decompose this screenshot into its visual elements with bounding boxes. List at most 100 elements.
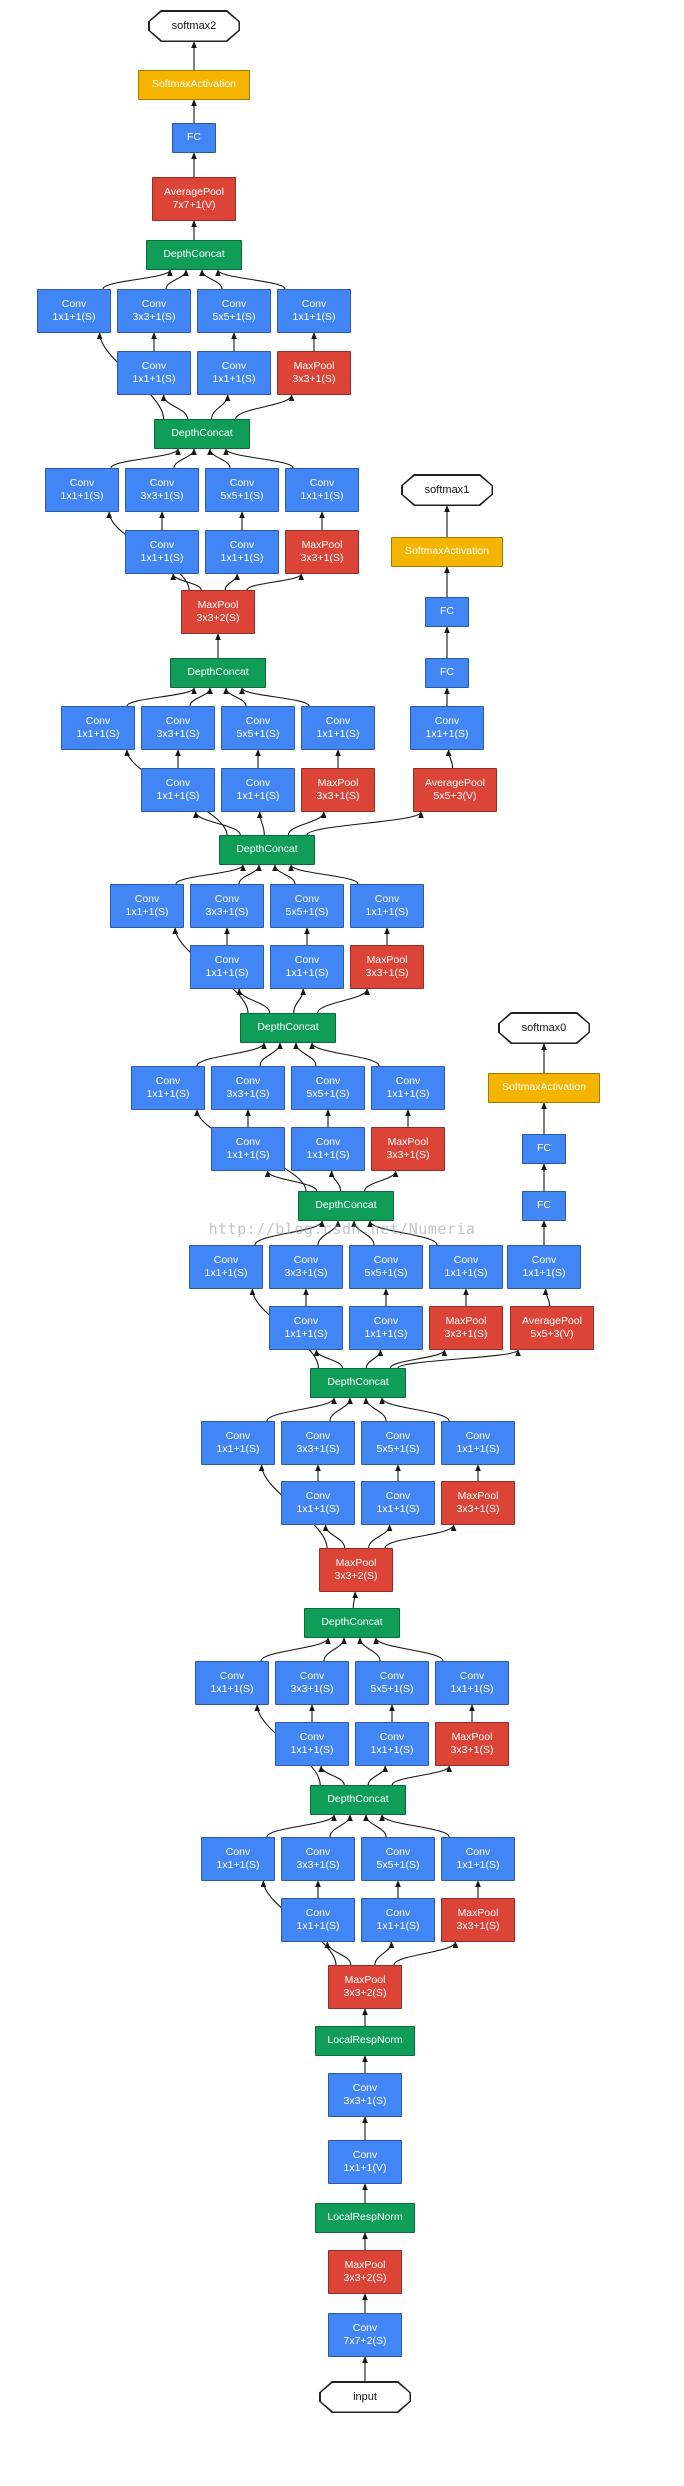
node-label: Conv 3x3+1(S)	[296, 1429, 340, 1455]
node-label: Conv 1x1+1(S)	[132, 359, 176, 385]
node-label: Conv 1x1+1(S)	[236, 776, 280, 802]
edge-i5a-dc--i5b-c5r	[211, 394, 231, 420]
node-label: Conv 1x1+1(S)	[60, 476, 104, 502]
edge-i4e-cp--i4e-dc	[239, 687, 310, 707]
layer-node-i4e-c5r: Conv 1x1+1(S)	[221, 768, 295, 812]
node-label: Conv 3x3+1(S)	[156, 714, 200, 740]
layer-node-i5b-c3: Conv 3x3+1(S)	[117, 289, 191, 333]
edge-i4c-c3--i4c-dc	[259, 1042, 283, 1067]
edge-stem-pool2--i3a-c3r	[324, 1941, 352, 1966]
layer-node-i4e-dc: DepthConcat	[170, 658, 266, 688]
edge-i4c-dc--i4d-pl	[317, 988, 371, 1014]
node-label: SoftmaxActivation	[404, 545, 490, 558]
layer-node-pool4: MaxPool 3x3+2(S)	[181, 590, 255, 634]
node-label: Conv 1x1+1(S)	[210, 1669, 254, 1695]
layer-node-i4b-pl: MaxPool 3x3+1(S)	[429, 1306, 503, 1350]
layer-node-i3b-c3: Conv 3x3+1(S)	[275, 1661, 349, 1705]
layer-node-i4a-c3r: Conv 1x1+1(S)	[281, 1481, 355, 1525]
node-label: DepthConcat	[315, 1199, 377, 1212]
node-label: DepthConcat	[327, 1793, 389, 1806]
node-label: MaxPool 3x3+1(S)	[316, 776, 360, 802]
layer-node-i4c-c3: Conv 3x3+1(S)	[211, 1066, 285, 1110]
node-label: MaxPool 3x3+1(S)	[456, 1906, 500, 1932]
edge-pool4--i5a-c5r	[224, 573, 241, 591]
node-label: Conv 5x5+1(S)	[220, 476, 264, 502]
edge-aux0-ap--aux0-conv	[542, 1288, 551, 1307]
node-label: Conv 1x1+1(S)	[284, 1314, 328, 1340]
layer-node-aux0-act: SoftmaxActivation	[488, 1073, 600, 1103]
layer-node-i4d-dc: DepthConcat	[219, 835, 315, 865]
layer-node-aux0-ap: AveragePool 5x5+3(V)	[510, 1306, 594, 1350]
edge-i4e-c5--i4e-dc	[223, 687, 247, 707]
edge-i4d-c5--i4d-dc	[272, 864, 296, 885]
layer-node-i3b-c5r: Conv 1x1+1(S)	[355, 1722, 429, 1766]
layer-node-aux1-conv: Conv 1x1+1(S)	[410, 706, 484, 750]
edge-pool3--i4a-c5r	[368, 1524, 393, 1549]
layer-node-i4d-c1: Conv 1x1+1(S)	[110, 884, 184, 928]
node-label: DepthConcat	[327, 1376, 389, 1389]
node-label: MaxPool 3x3+1(S)	[444, 1314, 488, 1340]
node-label: DepthConcat	[171, 427, 233, 440]
layer-node-i3b-dc: DepthConcat	[304, 1608, 400, 1638]
edge-i4a-c1--i4a-dc	[266, 1397, 337, 1422]
edge-i4a-dc--i4b-c3r	[313, 1349, 343, 1369]
layer-node-i5b-c5: Conv 5x5+1(S)	[197, 289, 271, 333]
layer-node-i4b-dc: DepthConcat	[298, 1191, 394, 1221]
edge-i4a-dc--i4b-pl	[389, 1349, 448, 1369]
edge-i4b-dc--i4c-c3r	[264, 1170, 318, 1192]
edge-i4c-dc--i4d-c3r	[236, 988, 271, 1014]
layer-node-main-ap: AveragePool 7x7+1(V)	[152, 177, 236, 221]
layer-node-i4d-c5r: Conv 1x1+1(S)	[270, 945, 344, 989]
edge-i3b-c1--i3b-dc	[260, 1637, 331, 1662]
edge-i4d-cp--i4d-dc	[288, 864, 359, 885]
edge-i3b-c5--i3b-dc	[357, 1637, 381, 1662]
edge-i3a-cp--i3a-dc	[379, 1814, 450, 1838]
layer-node-i4c-c5: Conv 5x5+1(S)	[291, 1066, 365, 1110]
node-label: MaxPool 3x3+2(S)	[343, 1973, 387, 1999]
node-label: Conv 1x1+1(S)	[285, 953, 329, 979]
node-label: MaxPool 3x3+1(S)	[386, 1135, 430, 1161]
edge-i3a-c1--i3a-dc	[266, 1814, 337, 1838]
layer-node-stem-pool1: MaxPool 3x3+2(S)	[328, 2250, 402, 2294]
node-label: LocalRespNorm	[327, 2034, 403, 2047]
node-label: Conv 1x1+1(S)	[364, 1314, 408, 1340]
layer-node-i5a-dc: DepthConcat	[154, 419, 250, 449]
terminal-input: input	[319, 2381, 411, 2413]
layer-node-i3b-pl: MaxPool 3x3+1(S)	[435, 1722, 509, 1766]
node-label: Conv 1x1+1(S)	[296, 1489, 340, 1515]
watermark-text: http://blog.csdn.net/Numeria	[208, 1220, 476, 1238]
layer-node-i4c-cp: Conv 1x1+1(S)	[371, 1066, 445, 1110]
layer-node-i4a-c3: Conv 3x3+1(S)	[281, 1421, 355, 1465]
layer-node-i4c-c3r: Conv 1x1+1(S)	[211, 1127, 285, 1171]
node-label: AveragePool 5x5+3(V)	[425, 776, 485, 802]
layer-node-i4a-c1: Conv 1x1+1(S)	[201, 1421, 275, 1465]
layer-node-i3a-cp: Conv 1x1+1(S)	[441, 1837, 515, 1881]
edge-i4c-dc--i4d-c5r	[293, 988, 307, 1014]
edge-i5a-dc--i5b-c3r	[160, 394, 189, 420]
edge-i4e-c3--i4e-dc	[189, 687, 213, 707]
layer-node-i4d-pl: MaxPool 3x3+1(S)	[350, 945, 424, 989]
node-label: Conv 1x1+1(S)	[140, 538, 184, 564]
edge-i4d-dc--i4e-c3r	[192, 811, 241, 836]
layer-node-aux0-fc1: FC	[522, 1191, 566, 1221]
edge-i3a-c5--i3a-dc	[363, 1814, 387, 1838]
layer-node-i4e-cp: Conv 1x1+1(S)	[301, 706, 375, 750]
layer-node-stem-pool2: MaxPool 3x3+2(S)	[328, 1965, 402, 2009]
edge-i5b-c1--i5b-dc	[102, 269, 173, 290]
node-label: Conv 1x1+1(S)	[296, 1906, 340, 1932]
layer-node-i4e-c1: Conv 1x1+1(S)	[61, 706, 135, 750]
layer-node-i4a-dc: DepthConcat	[310, 1368, 406, 1398]
layer-node-aux1-act: SoftmaxActivation	[391, 537, 503, 567]
edge-i4b-c5--i4b-dc	[351, 1220, 375, 1246]
edge-pool3--i4a-c3r	[322, 1524, 346, 1549]
node-label: Conv 1x1+1(S)	[216, 1429, 260, 1455]
node-label: input	[353, 2390, 377, 2403]
edge-i4a-dc--aux0-ap	[397, 1349, 521, 1369]
node-label: FC	[440, 666, 454, 679]
node-label: SoftmaxActivation	[501, 1081, 587, 1094]
node-label: FC	[537, 1199, 551, 1212]
node-label: MaxPool 3x3+1(S)	[292, 359, 336, 385]
node-label: Conv 1x1+1(S)	[76, 714, 120, 740]
edge-i5a-c1--i5a-dc	[110, 448, 181, 469]
edge-i4b-c3--i4b-dc	[317, 1220, 341, 1246]
